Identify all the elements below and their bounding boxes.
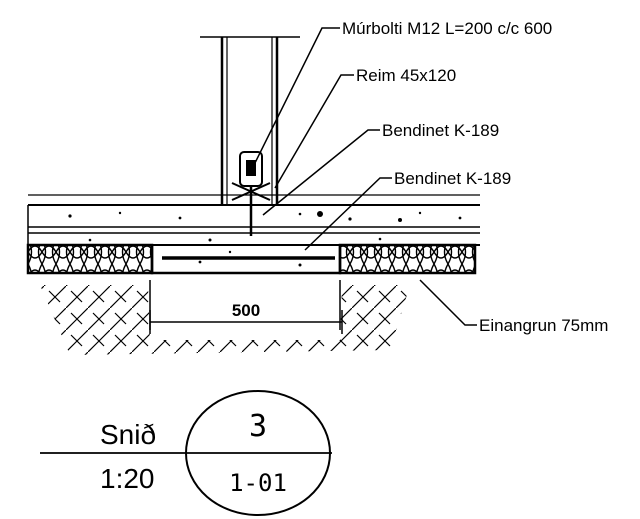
label-rebar-lower: Bendinet K-189 <box>394 169 511 188</box>
anchor-bolt <box>231 151 271 236</box>
section-word: Snið <box>100 419 156 450</box>
detail-number: 3 <box>249 409 267 444</box>
title-block: Snið 1:20 3 1-01 <box>40 390 332 516</box>
leader-lines <box>248 27 477 326</box>
insulation-left <box>26 243 154 275</box>
label-rebar-upper: Bendinet K-189 <box>382 121 499 140</box>
concrete-slab <box>27 204 480 275</box>
label-insulation: Einangrun 75mm <box>479 316 608 335</box>
label-strap: Reim 45x120 <box>356 66 456 85</box>
label-bolt: Múrbolti M12 L=200 c/c 600 <box>342 19 552 38</box>
ground-hatch <box>40 280 410 355</box>
insulation-right <box>338 243 477 275</box>
scale-text: 1:20 <box>100 463 155 494</box>
dimension-text: 500 <box>232 301 260 320</box>
dimension-500: 500 <box>149 301 343 334</box>
wall-stud <box>28 36 480 205</box>
sheet-ref: 1-01 <box>229 469 287 497</box>
